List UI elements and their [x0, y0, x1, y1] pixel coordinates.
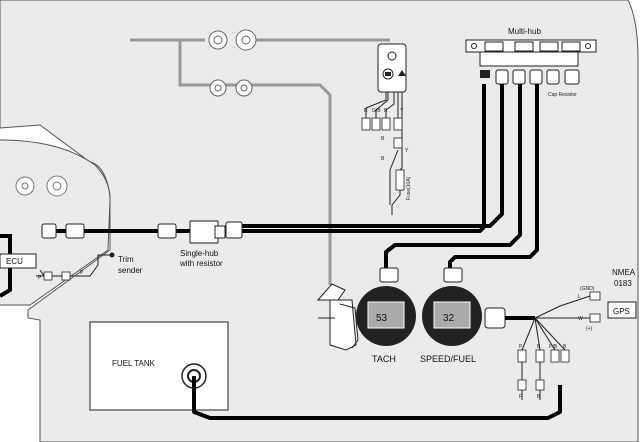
tach-label: TACH — [372, 354, 396, 364]
pin-b3: B — [381, 156, 385, 162]
gps-bottom2-b: B — [537, 394, 541, 400]
pin-y1: Y — [400, 108, 404, 114]
single-hub-label-1: Single-hub — [180, 249, 219, 258]
speed-fuel-label: SPEED/FUEL — [420, 354, 476, 364]
nmea-label-2: 0183 — [614, 279, 632, 288]
single-hub-label-2: with resistor — [179, 259, 223, 268]
pin-b2: B — [381, 136, 385, 142]
pin-y2: Y — [405, 148, 409, 154]
trim-pins — [43, 271, 71, 281]
main-harness — [56, 84, 562, 420]
ecu-box — [0, 253, 37, 269]
fuse-label: Fuse(10A) — [406, 176, 412, 200]
gps-pin-l: L — [578, 294, 581, 300]
plus-label: (+) — [586, 326, 593, 332]
single-hub — [189, 220, 226, 244]
key-switch-wires — [365, 92, 403, 215]
throttle-control — [316, 283, 359, 351]
ecu-pin-p1: P — [38, 275, 42, 281]
pin-gb: G/B — [372, 108, 381, 114]
multi-hub-label: Multi-hub — [508, 27, 541, 36]
multi-hub — [465, 39, 597, 67]
trim-sender-dot — [109, 252, 115, 258]
fuel-tank-label: FUEL TANK — [112, 359, 156, 368]
ecu-pin-p2: P — [80, 270, 84, 276]
hub-connectors — [480, 69, 580, 85]
trim-sender-label-1: Trim — [118, 255, 134, 264]
gray-connectors-top — [15, 29, 257, 197]
gps-bottom-pins — [517, 349, 570, 400]
pin-b1: B — [384, 108, 388, 114]
gps-bottom-b: B — [537, 344, 541, 350]
nmea-label-1: NMEA — [612, 268, 636, 277]
gps-bottom-b2: B — [563, 344, 567, 350]
cap-resistor-label: Cap Resistor — [548, 92, 577, 98]
trim-sender-label-2: sender — [118, 266, 143, 275]
fuel-tank-box — [89, 321, 229, 411]
key-switch — [377, 43, 407, 93]
speed-reading: 32 — [443, 313, 455, 324]
gps-bottom-p: P — [519, 344, 523, 350]
key-switch-pins — [361, 117, 405, 191]
gps-pin-w: W — [578, 316, 583, 322]
ecu-connectors — [41, 221, 243, 239]
gnd-label: (GND) — [580, 286, 595, 292]
trim-sender-wiring — [36, 254, 112, 277]
gps-harness — [484, 291, 637, 351]
gps-bottom2-p: P — [519, 394, 523, 400]
ecu-label: ECU — [6, 257, 23, 266]
gps-bottom-pb: P/B — [549, 344, 558, 350]
pin-r: R — [364, 108, 368, 114]
tach-gauge — [356, 267, 416, 346]
gps-label: GPS — [613, 307, 630, 316]
tach-reading: 53 — [376, 313, 388, 324]
speed-fuel-gauge — [422, 267, 482, 346]
